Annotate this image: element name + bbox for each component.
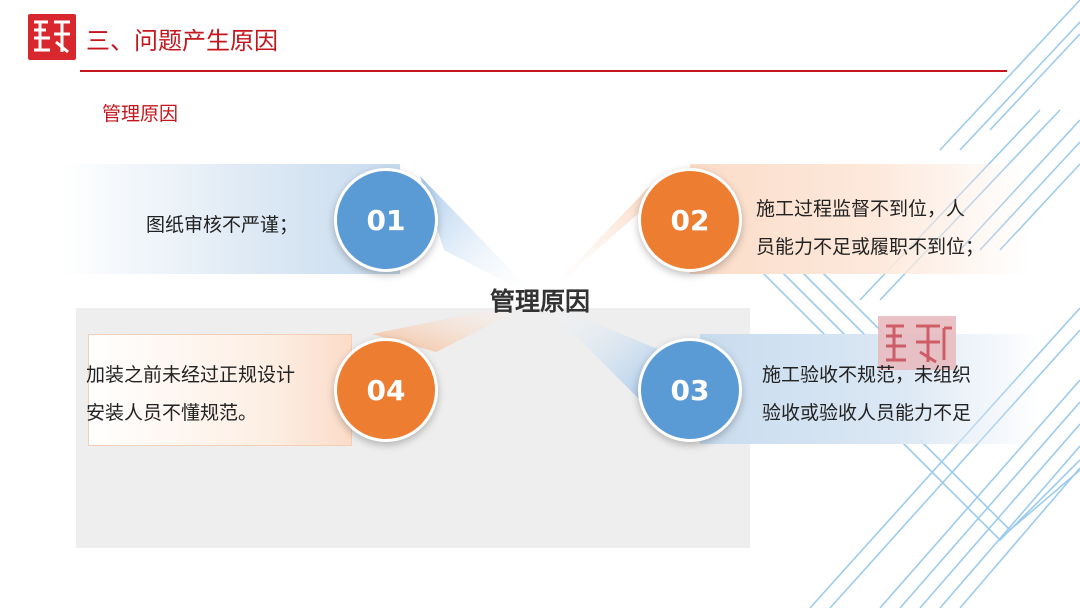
red-seal-logo-icon — [28, 14, 76, 60]
item-03-text: 施工验收不规范，未组织 验收或验收人员能力不足 — [762, 356, 971, 432]
faded-seal-stamp — [878, 316, 956, 370]
funnel-03 — [540, 300, 660, 400]
item-03-line-2: 验收或验收人员能力不足 — [762, 402, 972, 424]
faded-seal-icon — [886, 324, 952, 364]
item-04-band — [88, 334, 352, 446]
section-subtitle: 管理原因 — [102, 103, 179, 125]
item-04-line-2: 安装人员不懂规范。 — [86, 402, 258, 424]
item-03-band — [700, 334, 1040, 444]
item-02-line-2: 员能力不足或履职不到位； — [756, 236, 985, 258]
funnel-04 — [372, 300, 540, 352]
item-01-line-1: 图纸审核不严谨； — [146, 214, 299, 236]
item-02-number-badge: 02 — [638, 168, 742, 272]
item-01-number-badge: 01 — [334, 168, 438, 272]
item-02-band — [690, 164, 1030, 274]
item-02-line-1: 施工过程监督不到位，人 — [756, 198, 966, 220]
item-01-text: 图纸审核不严谨； — [146, 206, 298, 244]
item-03-line-1: 施工验收不规范，未组织 — [762, 364, 972, 386]
center-label: 管理原因 — [489, 287, 590, 316]
item-03-number-badge: 03 — [638, 338, 742, 442]
item-04-text: 加装之前未经过正规设计 安装人员不懂规范。 — [86, 356, 295, 432]
title-divider — [80, 70, 1007, 72]
item-04-line-1: 加装之前未经过正规设计 — [86, 364, 296, 386]
funnel-01 — [420, 176, 540, 300]
page-title: 三、问题产生原因 — [86, 27, 278, 55]
item-02-text: 施工过程监督不到位，人 员能力不足或履职不到位； — [756, 190, 984, 266]
item-04-number-badge: 04 — [334, 338, 438, 442]
